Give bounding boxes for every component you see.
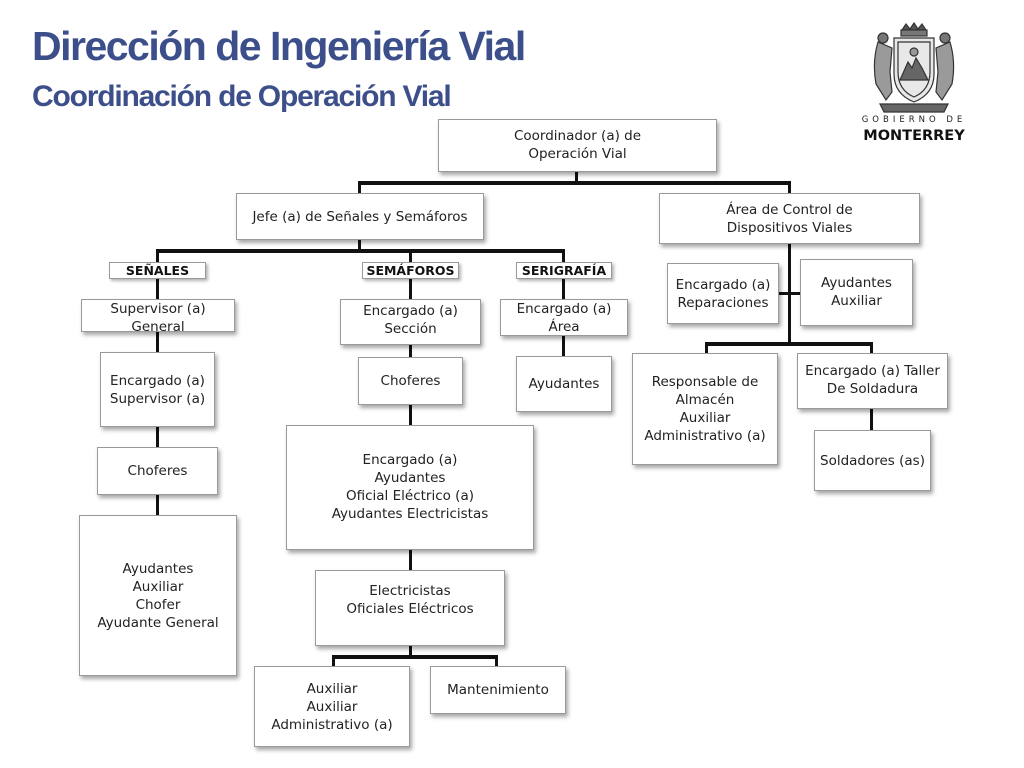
- box-jefe-senales-semaforos: Jefe (a) de Señales y Semáforos: [236, 193, 484, 240]
- box-auxiliar-administrativo: Auxiliar Auxiliar Administrativo (a): [254, 666, 410, 747]
- connector-line: [156, 249, 565, 253]
- connector-line: [870, 344, 873, 354]
- connector-line: [156, 251, 159, 263]
- box-encargado-seccion: Encargado (a) Sección: [340, 299, 481, 345]
- box-electricistas: Electricistas Oficiales Eléctricos: [315, 570, 505, 646]
- box-encargado-taller-soldadura: Encargado (a) Taller De Soldadura: [797, 353, 948, 409]
- box-area-control-dispositivos: Área de Control de Dispositivos Viales: [659, 193, 920, 244]
- header-serigrafia: SERIGRAFÍA: [516, 262, 612, 279]
- connector-line: [575, 171, 578, 183]
- header-semaforos: SEMÁFOROS: [362, 262, 459, 279]
- page-title: Dirección de Ingeniería Vial: [32, 23, 526, 69]
- box-coordinador: Coordinador (a) de Operación Vial: [438, 119, 717, 172]
- box-encargado-area: Encargado (a) Área: [500, 299, 628, 336]
- logo-gobierno-text: GOBIERNO DE: [861, 115, 967, 125]
- box-encargado-reparaciones: Encargado (a) Reparaciones: [667, 263, 779, 324]
- connector-line: [705, 342, 873, 346]
- box-encargado-supervisor: Encargado (a) Supervisor (a): [100, 352, 215, 427]
- header-senales: SEÑALES: [109, 262, 206, 279]
- box-semaforos-choferes: Choferes: [358, 357, 463, 405]
- box-encargado-ayudantes-electricos: Encargado (a) Ayudantes Oficial Eléctric…: [286, 425, 534, 550]
- connector-line: [562, 278, 565, 300]
- box-supervisor-general: Supervisor (a) General: [81, 299, 235, 335]
- connector-line: [788, 183, 791, 195]
- box-ayudantes-auxiliar: Ayudantes Auxiliar: [800, 259, 913, 326]
- gobierno-monterrey-logo: GOBIERNO DE MONTERREY: [856, 22, 972, 148]
- connector-line: [409, 549, 412, 571]
- connector-line: [156, 331, 159, 353]
- connector-line: [332, 655, 498, 659]
- logo-monterrey-text: MONTERREY: [863, 128, 965, 144]
- page-subtitle: Coordinación de Operación Vial: [32, 80, 452, 113]
- box-soldadores: Soldadores (as): [814, 430, 931, 491]
- box-senales-ayudantes: Ayudantes Auxiliar Chofer Ayudante Gener…: [79, 515, 237, 676]
- box-serigrafia-ayudantes: Ayudantes: [516, 356, 612, 412]
- connector-line: [332, 657, 335, 667]
- connector-line: [358, 183, 361, 195]
- connector-line: [870, 408, 873, 432]
- box-senales-choferes: Choferes: [97, 447, 218, 495]
- connector-line: [409, 404, 412, 426]
- box-mantenimiento: Mantenimiento: [430, 666, 566, 714]
- box-responsable-almacen: Responsable de Almacén Auxiliar Administ…: [632, 353, 778, 465]
- connector-line: [409, 251, 412, 263]
- connector-line: [156, 426, 159, 448]
- connector-line: [409, 278, 412, 300]
- coat-of-arms-icon: [873, 22, 955, 113]
- connector-line: [156, 278, 159, 300]
- connector-line: [562, 251, 565, 263]
- connector-line: [409, 645, 412, 657]
- connector-line: [778, 292, 800, 295]
- connector-line: [358, 181, 791, 185]
- connector-line: [705, 344, 708, 354]
- connector-line: [358, 238, 361, 252]
- connector-line: [495, 657, 498, 667]
- connector-line: [409, 344, 412, 358]
- connector-line: [156, 494, 159, 516]
- connector-line: [562, 335, 565, 357]
